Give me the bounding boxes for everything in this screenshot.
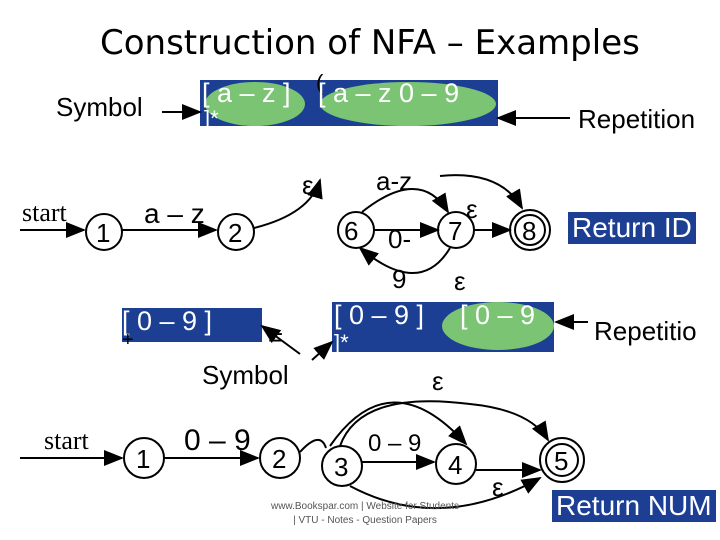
regex-letter-class: [ a – z ]	[202, 78, 291, 108]
state-1b-label: 1	[136, 444, 151, 474]
edge-a-z-label: a – z	[144, 198, 205, 229]
state-7-label: 7	[448, 216, 463, 246]
highlight-alnum-class	[320, 82, 496, 126]
state-4-label: 4	[448, 450, 463, 480]
repetition-label-2: Repetitio	[594, 316, 697, 346]
symbol-label: Symbol	[56, 92, 143, 122]
page-title: Construction of NFA – Examples	[100, 23, 640, 63]
regex2-pointer-arrow	[311, 340, 334, 361]
loop-9-label: 9	[392, 264, 407, 294]
regex-star: ]*	[204, 106, 219, 131]
state-2-label: 2	[228, 218, 243, 248]
state-8-inner	[514, 214, 546, 246]
epsilon-label-1: ε	[302, 170, 314, 200]
loop-mid-label: 0-	[388, 224, 412, 254]
epsilon-arc-top	[339, 400, 550, 447]
regex-digit-left: [ 0 – 9 ]	[122, 306, 213, 336]
state-1-label: 1	[96, 218, 111, 248]
start-label-2: start	[44, 426, 89, 455]
regex-digit-box-left	[122, 308, 262, 342]
state-5-label: 5	[554, 446, 569, 476]
epsilon-feedback-edge	[439, 174, 524, 210]
epsilon-label-2: ε	[466, 194, 478, 224]
highlight-letter-class	[205, 82, 305, 126]
regex-paren: (	[316, 70, 324, 95]
loop-edge-2	[329, 401, 468, 447]
state-6-label: 6	[344, 216, 359, 246]
return-num-badge: Return NUM	[552, 490, 716, 522]
regex-number-part1: [ 0 – 9 ]	[334, 300, 425, 330]
regex-number-part2: [ 0 – 9	[460, 300, 536, 330]
symbol2-pointer-arrow	[260, 324, 301, 355]
edge-0-9-label-2: 0 – 9	[368, 430, 422, 457]
footer-line-1: www.Bookspar.com | Website for Students	[270, 501, 460, 512]
footer-line-2: | VTU - Notes - Question Papers	[293, 514, 437, 526]
regex-plus: +	[122, 329, 134, 351]
return-id-badge: Return ID	[568, 212, 696, 244]
epsilon-label-3: ε	[454, 266, 466, 296]
state-8-outer	[509, 209, 551, 251]
epsilon-label-4: ε	[432, 366, 444, 396]
state-3-circle	[321, 445, 363, 487]
loop-top-label: a-z	[376, 166, 413, 196]
state-8-label: 8	[522, 216, 537, 246]
state-2b-circle	[259, 437, 301, 479]
epsilon-arc-bottom	[349, 477, 542, 510]
start-label-1: start	[22, 198, 67, 227]
edge-2-6-epsilon	[253, 178, 323, 229]
repetition-label: Repetition	[578, 104, 696, 134]
footer-credit: www.Bookspar.com | Website for Students …	[240, 500, 490, 527]
symbol-label-2: Symbol	[202, 360, 289, 390]
state-2b-label: 2	[272, 444, 287, 474]
state-1-circle	[85, 213, 123, 251]
state-5-inner	[545, 443, 579, 477]
highlight-digit-class	[442, 302, 554, 350]
regex-number-star: ]*	[334, 330, 349, 355]
epsilon-label-5: ε	[492, 472, 504, 502]
edge-2b-3-epsilon	[299, 439, 327, 453]
loop-top-edge	[361, 188, 450, 214]
edge-0-9-label-1: 0 – 9	[184, 424, 251, 457]
state-3-label: 3	[334, 452, 349, 482]
state-2-circle	[217, 213, 255, 251]
regex-alnum-class: [ a – z 0 – 9	[318, 78, 460, 108]
state-5-outer	[539, 437, 585, 483]
loop-bottom-edge	[358, 246, 451, 274]
